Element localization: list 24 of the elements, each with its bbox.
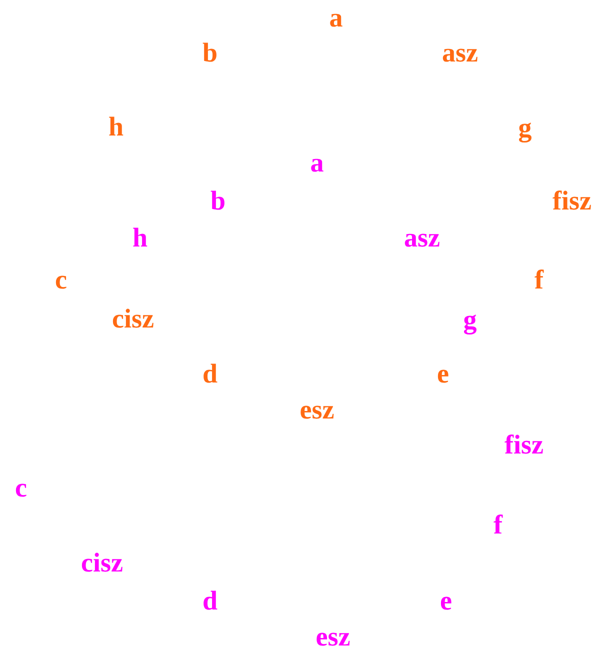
note-name: e: [440, 588, 452, 614]
note-name: f: [494, 512, 502, 538]
note-name: b: [210, 188, 226, 214]
note-name: e: [437, 360, 449, 388]
note-name: a: [329, 4, 343, 32]
note-name: d: [202, 360, 218, 388]
note-name: h: [108, 114, 124, 140]
note-name: a: [310, 150, 324, 176]
note-name: b: [202, 40, 218, 66]
note-name: esz: [316, 624, 350, 650]
note-name: f: [534, 266, 544, 294]
note-name: fisz: [504, 432, 544, 458]
note-name: h: [132, 224, 148, 252]
note-name: asz: [442, 40, 478, 66]
note-name: fisz: [552, 188, 592, 214]
note-name: asz: [404, 224, 440, 252]
note-name: g: [463, 306, 477, 334]
note-name: c: [55, 266, 67, 294]
note-name: esz: [300, 396, 334, 424]
note-name: c: [15, 474, 27, 502]
note-name: cisz: [112, 306, 154, 332]
note-name: cisz: [81, 550, 123, 576]
note-name: g: [518, 114, 532, 142]
note-name: d: [202, 588, 218, 614]
